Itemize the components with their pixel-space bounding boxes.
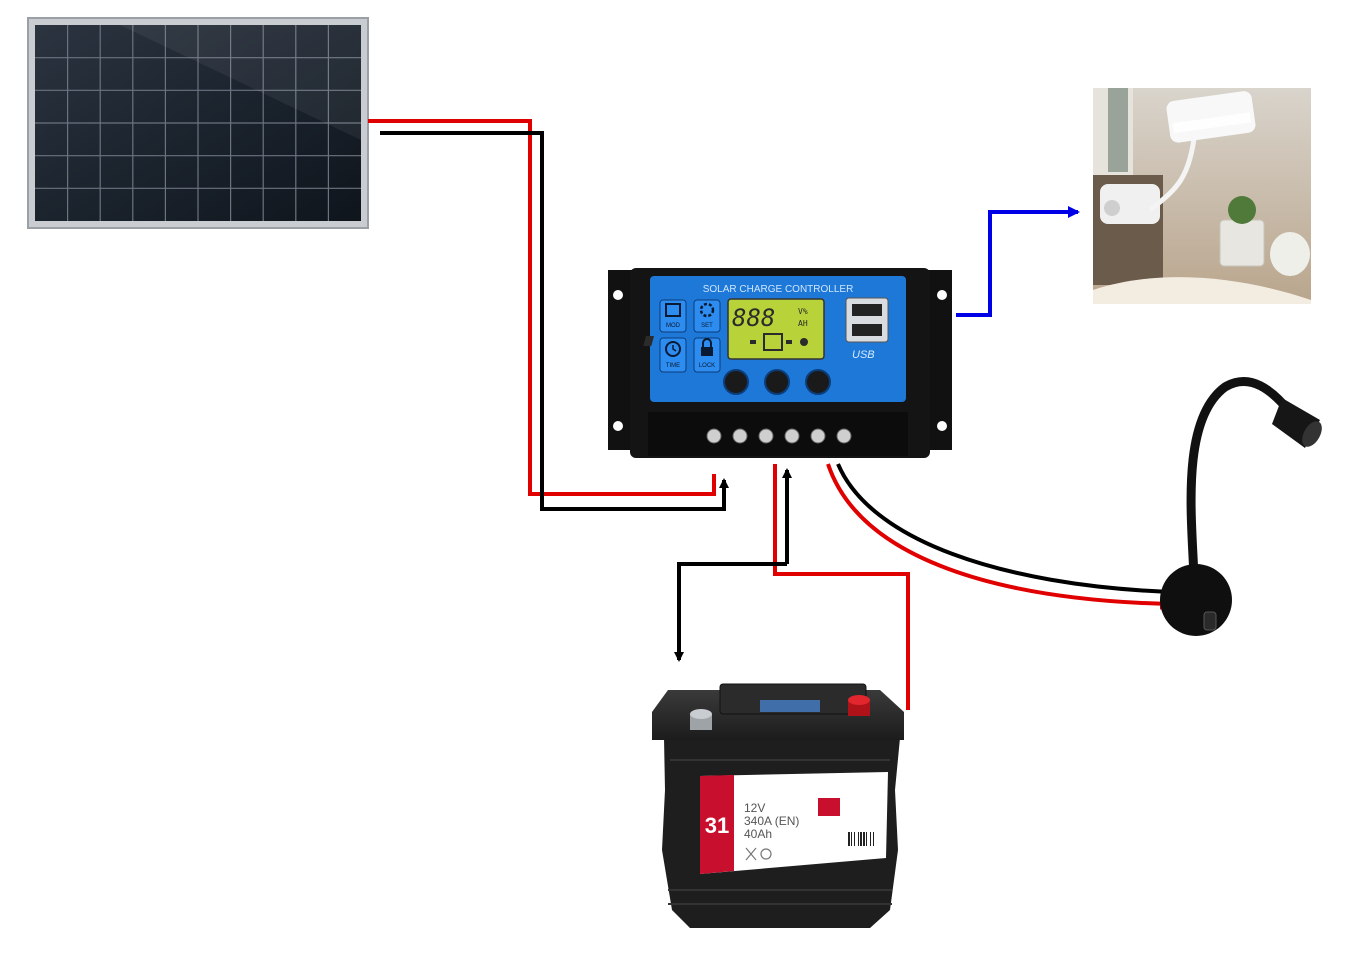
barcode-bar bbox=[866, 832, 867, 846]
mode-button-set[interactable]: SET bbox=[693, 299, 721, 333]
desk-lamp bbox=[1093, 88, 1311, 304]
mode-button-time[interactable]: TIME bbox=[659, 337, 687, 373]
charge-controller: SOLAR CHARGE CONTROLLER MOD SET TIME bbox=[608, 268, 952, 458]
lcd-flow-icons bbox=[643, 333, 808, 351]
battery-negative-wire bbox=[674, 562, 787, 662]
terminal-screw bbox=[784, 428, 800, 444]
barcode bbox=[848, 832, 874, 846]
controller-title: SOLAR CHARGE CONTROLLER bbox=[703, 284, 854, 295]
menu-button[interactable] bbox=[723, 369, 749, 395]
battery: 31 12V 340A (EN) 40Ah bbox=[652, 683, 904, 928]
load-wires bbox=[826, 463, 1172, 610]
lcd-unit-bottom: AH bbox=[798, 319, 808, 328]
barcode-bar bbox=[858, 832, 859, 846]
clock-icon bbox=[665, 341, 681, 357]
mode-button-time-label: TIME bbox=[666, 363, 680, 369]
battery-size-icon bbox=[818, 798, 840, 816]
barcode-bar bbox=[860, 832, 862, 846]
solar-panel-cells bbox=[35, 25, 361, 221]
lcd-unit-top: V% bbox=[798, 307, 808, 316]
solar-panel bbox=[27, 17, 369, 229]
terminal-screw bbox=[810, 428, 826, 444]
terminal-screw bbox=[732, 428, 748, 444]
battery-voltage: 12V bbox=[744, 801, 765, 815]
panel-positive-wire bbox=[368, 119, 716, 496]
mode-button-mod[interactable]: MOD bbox=[659, 299, 687, 333]
down-button[interactable] bbox=[805, 369, 831, 395]
panel-wires bbox=[368, 119, 729, 511]
usb-wire bbox=[956, 206, 1080, 317]
usb-ports: USB bbox=[845, 297, 889, 361]
terminal-screw bbox=[706, 428, 722, 444]
usb-port-1[interactable] bbox=[852, 304, 882, 316]
lcd-display: 888 V% AH bbox=[643, 298, 825, 360]
usb-port-2[interactable] bbox=[852, 324, 882, 336]
barcode-bar bbox=[848, 832, 850, 846]
battery-cca: 340A (EN) bbox=[744, 814, 799, 828]
mode-button-set-label: SET bbox=[701, 323, 713, 329]
battery-wires bbox=[674, 464, 910, 710]
usb-label: USB bbox=[852, 349, 875, 361]
lcd-digits: 888 bbox=[732, 304, 775, 332]
load-positive-wire bbox=[826, 463, 1172, 610]
up-button[interactable] bbox=[764, 369, 790, 395]
reading-lamp bbox=[1160, 377, 1322, 636]
mode-button-lock-label: LOCK bbox=[699, 363, 715, 369]
lock-icon bbox=[701, 338, 713, 356]
terminal-block bbox=[706, 428, 852, 444]
mode-button-mod-label: MOD bbox=[666, 323, 681, 329]
load-negative-wire bbox=[836, 463, 1171, 594]
barcode-bar bbox=[870, 832, 871, 846]
terminal-screw bbox=[758, 428, 774, 444]
barcode-bar bbox=[851, 832, 852, 846]
barcode-bar bbox=[854, 832, 855, 846]
recycle-icon bbox=[745, 847, 772, 861]
barcode-bar bbox=[873, 832, 874, 846]
terminal-screw bbox=[836, 428, 852, 444]
battery-positive-wire bbox=[773, 464, 910, 710]
barcode-bar bbox=[863, 832, 865, 846]
panel-negative-wire bbox=[380, 131, 729, 511]
mode-icon bbox=[665, 303, 681, 317]
lamp-switch[interactable] bbox=[1203, 611, 1217, 631]
mode-button-lock[interactable]: LOCK bbox=[693, 337, 721, 373]
settings-icon bbox=[699, 302, 715, 318]
battery-capacity: 40Ah bbox=[744, 827, 772, 841]
battery-group-label: 31 bbox=[705, 813, 729, 838]
